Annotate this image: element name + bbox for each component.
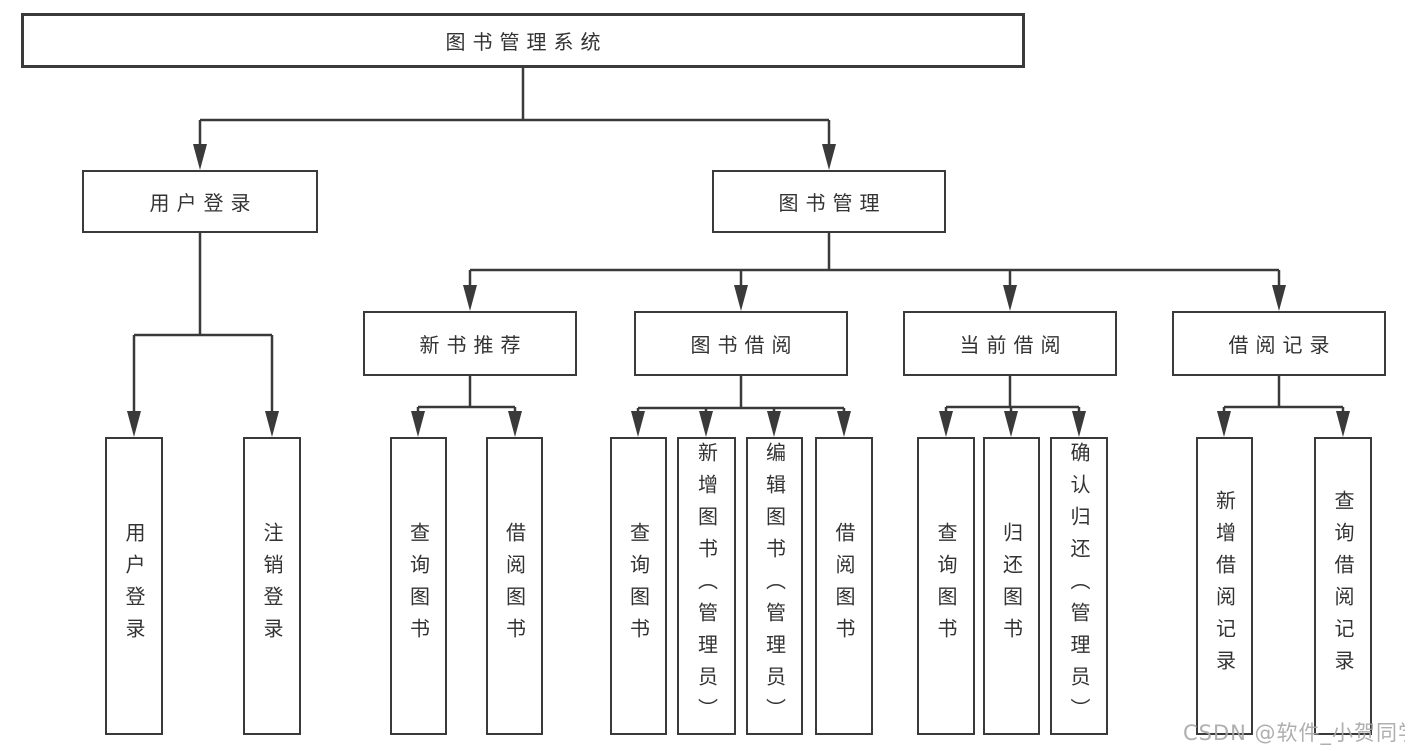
leaf-logout-login: 注销登录 (243, 437, 301, 735)
connector-current-to-children (944, 376, 1081, 413)
connector-newbook-to-children (416, 376, 517, 413)
leaf-add-books-admin: 新增图书（管理员） (677, 437, 736, 735)
connector-borrowing-to-children (636, 376, 846, 413)
leaf-user-login: 用户登录 (105, 437, 163, 735)
connector-bookmgmt-to-level3 (468, 233, 1281, 287)
node-book-borrowing: 图书借阅 (634, 311, 848, 376)
leaf-borrow-books-borrowing: 借阅图书 (815, 437, 873, 735)
leaf-borrow-books-recommend: 借阅图书 (486, 437, 543, 735)
connector-root-to-level2 (198, 68, 831, 146)
connector-records-to-children (1222, 376, 1345, 413)
leaf-query-books-recommend: 查询图书 (390, 437, 447, 735)
leaf-confirm-return-admin: 确认归还（管理员） (1050, 437, 1108, 735)
leaf-query-borrow-record: 查询借阅记录 (1314, 437, 1372, 735)
leaf-add-borrow-record: 新增借阅记录 (1196, 437, 1253, 735)
node-root: 图书管理系统 (21, 13, 1025, 68)
watermark: CSDN @软件_小贺同学 (1183, 721, 1405, 745)
leaf-query-books-borrowing: 查询图书 (610, 437, 667, 735)
connector-userlogin-to-children (132, 233, 274, 413)
arrowheads (127, 144, 1350, 437)
node-user-login: 用户登录 (82, 170, 318, 233)
node-borrowing-records: 借阅记录 (1172, 311, 1386, 376)
leaf-query-books-current: 查询图书 (917, 437, 975, 735)
leaf-return-books: 归还图书 (983, 437, 1040, 735)
node-current-borrowing: 当前借阅 (903, 311, 1117, 376)
node-new-book-recommend: 新书推荐 (363, 311, 577, 376)
node-book-management: 图书管理 (712, 170, 946, 233)
leaf-edit-books-admin: 编辑图书（管理员） (746, 437, 803, 735)
